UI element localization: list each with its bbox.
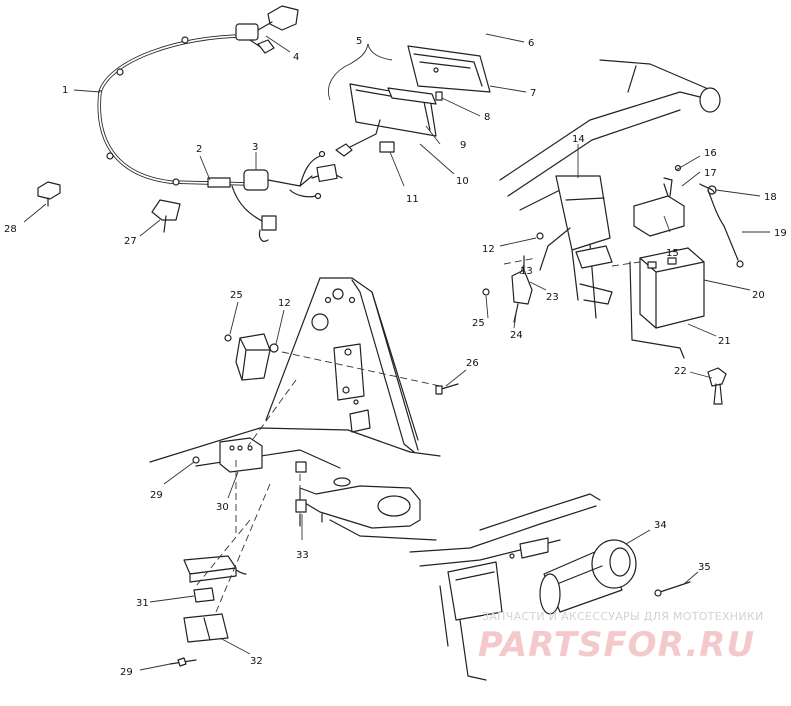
callout-8: 8 — [484, 112, 490, 123]
watermark-caption: ЗАПЧАСТИ И АКСЕССУАРЫ ДЛЯ МОТОТЕХНИКИ — [482, 610, 764, 623]
callout-4: 4 — [293, 52, 299, 63]
switch-connector-28 — [23, 181, 61, 223]
frame-lower — [149, 427, 441, 541]
callout-18: 18 — [764, 192, 777, 203]
bracket-27 — [139, 199, 181, 237]
callout-32: 32 — [250, 656, 263, 667]
callout-9: 9 — [460, 140, 466, 151]
callout-21: 21 — [718, 336, 731, 347]
callout-13: 13 — [520, 266, 533, 277]
callout-15: 15 — [666, 248, 679, 259]
watermark-brand: PARTSFOR.RU — [478, 625, 755, 665]
callout-29-upper: 29 — [150, 490, 163, 501]
callout-23: 23 — [546, 292, 559, 303]
assembly-lines — [195, 257, 641, 613]
watermark: ЗАПЧАСТИ И АКСЕССУАРЫ ДЛЯ МОТОТЕХНИКИ PA… — [478, 610, 764, 665]
headlight-assembly — [328, 43, 491, 157]
callout-19: 19 — [774, 228, 787, 239]
callout-16: 16 — [704, 148, 717, 159]
relay-assembly — [224, 333, 279, 381]
leader-lines — [73, 33, 770, 671]
bolt-35 — [654, 581, 691, 597]
callout-34: 34 — [654, 520, 667, 531]
callout-6: 6 — [528, 38, 534, 49]
callout-2: 2 — [196, 144, 202, 155]
cdi-module — [169, 555, 247, 667]
callout-25-left: 25 — [230, 290, 243, 301]
callout-31: 31 — [136, 598, 149, 609]
frame-lower-right — [409, 493, 601, 681]
callout-14: 14 — [572, 134, 585, 145]
callout-30: 30 — [216, 502, 229, 513]
callout-1: 1 — [62, 85, 68, 96]
wire-harness — [97, 5, 343, 242]
callout-33: 33 — [296, 550, 309, 561]
callout-10: 10 — [456, 176, 469, 187]
callout-28: 28 — [4, 224, 17, 235]
callout-7: 7 — [530, 88, 536, 99]
screw-29-upper — [192, 456, 200, 464]
battery-group — [629, 164, 744, 405]
callout-35: 35 — [698, 562, 711, 573]
callout-22: 22 — [674, 366, 687, 377]
callout-labels: 1 2 3 4 5 6 7 8 9 10 11 12 12 13 14 15 1… — [4, 36, 787, 678]
frame-upper-right — [499, 59, 721, 319]
clip-33 — [295, 461, 307, 513]
callout-26: 26 — [466, 358, 479, 369]
callout-5: 5 — [356, 36, 362, 47]
mounting-plate — [265, 277, 419, 453]
callout-11: 11 — [406, 194, 419, 205]
callout-24: 24 — [510, 330, 523, 341]
bracket-23 — [482, 232, 544, 323]
starter-motor-34 — [539, 539, 637, 615]
regulator-30 — [219, 437, 263, 473]
callout-25-right: 25 — [472, 318, 485, 329]
callout-12-right: 12 — [482, 244, 495, 255]
callout-12-left: 12 — [278, 298, 291, 309]
callout-17: 17 — [704, 168, 717, 179]
callout-27: 27 — [124, 236, 137, 247]
callout-20: 20 — [752, 290, 765, 301]
callout-3: 3 — [252, 142, 258, 153]
callout-29-lower: 29 — [120, 667, 133, 678]
